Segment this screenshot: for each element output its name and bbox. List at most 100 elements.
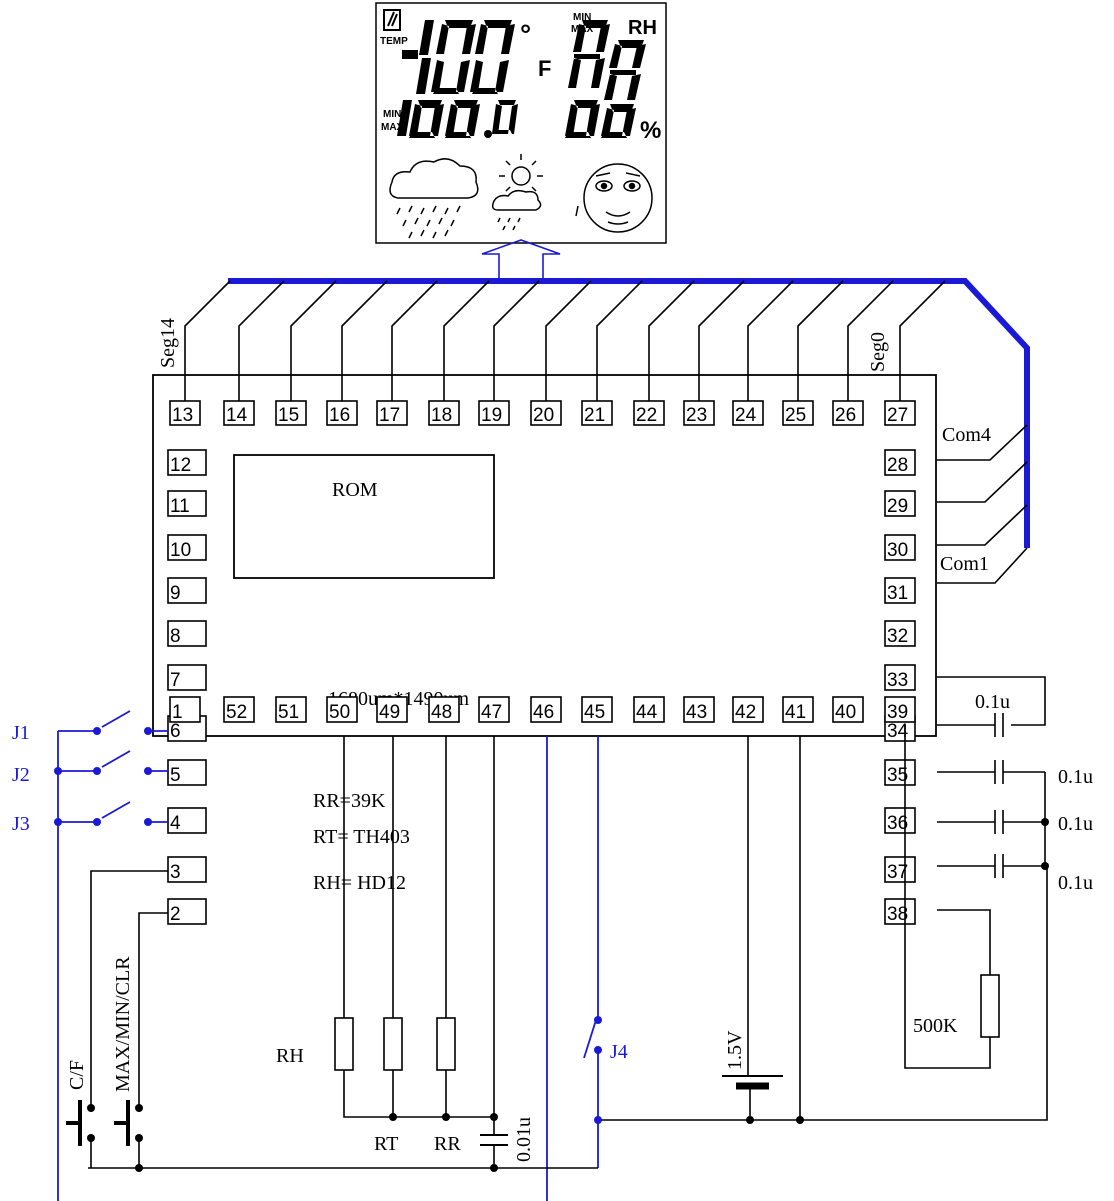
j3-label: J3 — [12, 813, 30, 835]
pin-44: 44 — [633, 696, 665, 723]
pin-label: 33 — [887, 670, 908, 691]
pin-9: 9 — [167, 577, 207, 604]
pin-label: 3 — [170, 862, 181, 883]
pin-31: 31 — [884, 577, 916, 604]
pin-24: 24 — [732, 400, 764, 426]
pin-5: 5 — [167, 759, 207, 786]
pin-label: 37 — [887, 862, 908, 883]
pin-52: 52 — [223, 696, 255, 723]
rom-block — [233, 454, 495, 579]
pin-49: 49 — [376, 696, 408, 723]
pin-48: 48 — [428, 696, 460, 723]
lcd-upper-digits — [402, 20, 646, 100]
pin-43: 43 — [683, 696, 715, 723]
lcd-degree-sign: ° — [520, 19, 531, 50]
rt-value: RT= TH403 — [313, 826, 410, 848]
pin-12: 12 — [167, 449, 207, 476]
lcd-rh-label: RH — [628, 17, 657, 39]
pin-label: 51 — [278, 702, 299, 723]
pin-label: 52 — [226, 702, 247, 723]
pin-3: 3 — [167, 856, 207, 883]
pin-15: 15 — [275, 400, 307, 426]
pin-29: 29 — [884, 490, 916, 517]
pin-39: 39 — [884, 696, 916, 723]
pin-label: 49 — [379, 702, 400, 723]
max-min-clr-button[interactable] — [114, 912, 168, 1168]
pin-label: 44 — [636, 702, 658, 723]
cf-label: C/F — [66, 1060, 88, 1090]
rh-value: RH= HD12 — [313, 872, 406, 894]
lcd-percent-sign: % — [640, 117, 661, 144]
pin-38: 38 — [884, 898, 916, 925]
j1-label: J1 — [12, 722, 30, 744]
pin-label: 31 — [887, 583, 908, 604]
pin-10: 10 — [167, 534, 207, 561]
pin-label: 43 — [686, 702, 707, 723]
rain-cloud-icon — [389, 158, 479, 239]
pin-35: 35 — [884, 759, 916, 786]
pin-label: 50 — [329, 702, 350, 723]
com-lines — [937, 424, 1028, 584]
sensor-rh-label: RH — [276, 1045, 304, 1067]
pin-label: 19 — [481, 405, 502, 426]
pin-label: 7 — [170, 670, 181, 691]
pin-label: 47 — [481, 702, 502, 723]
pin-label: 48 — [431, 702, 452, 723]
resistor-500k — [904, 724, 1000, 1069]
pin-label: 22 — [636, 405, 657, 426]
pin-label: 6 — [170, 721, 181, 742]
pin-26: 26 — [832, 400, 864, 426]
battery — [722, 736, 783, 1120]
cf-button[interactable] — [66, 870, 168, 1168]
pin-label: 14 — [226, 405, 248, 426]
pin-13: 13 — [169, 400, 201, 426]
pin-label: 36 — [887, 813, 908, 834]
cap-36-value: 0.1u — [1058, 813, 1093, 835]
pin-label: 15 — [278, 405, 299, 426]
pin-label: 12 — [170, 455, 191, 476]
segment-bus — [228, 278, 1030, 548]
pin-4: 4 — [167, 807, 207, 834]
rr-value: RR=39K — [313, 790, 386, 812]
pin-50: 50 — [326, 696, 358, 723]
pin-label: 23 — [686, 405, 707, 426]
pin-51: 51 — [275, 696, 307, 723]
pin-41: 41 — [782, 696, 814, 723]
thermometer-icon — [383, 9, 401, 31]
pin-17: 17 — [376, 400, 408, 426]
pin-label: 25 — [785, 405, 806, 426]
cap-33-34-value: 0.1u — [975, 691, 1010, 713]
pin-21: 21 — [581, 400, 613, 426]
pin-label: 27 — [887, 405, 908, 426]
seg0-label: Seg0 — [867, 332, 889, 372]
pin-11: 11 — [167, 490, 207, 517]
lcd-arrow — [481, 239, 561, 280]
pin-label: 45 — [584, 702, 605, 723]
switch-j4[interactable] — [583, 736, 602, 1168]
pin-label: 11 — [170, 496, 190, 517]
battery-label: 1.5V — [724, 1030, 746, 1070]
lcd-temp-label: TEMP — [380, 36, 408, 47]
pin-label: 13 — [172, 405, 193, 426]
pin-23: 23 — [683, 400, 715, 426]
pin-28: 28 — [884, 449, 916, 476]
pin-20: 20 — [530, 400, 562, 426]
pin-label: 29 — [887, 496, 908, 517]
pin-label: 39 — [887, 702, 908, 723]
pin-40: 40 — [832, 696, 864, 723]
pin-32: 32 — [884, 620, 916, 647]
lcd-display: TEMP MIN MAX RH MIN MAX ° F % — [375, 2, 667, 280]
pin-label: 26 — [835, 405, 856, 426]
pin-25: 25 — [782, 400, 814, 426]
switches-j1-j3[interactable] — [54, 710, 168, 1201]
pin-label: 10 — [170, 540, 191, 561]
pin-45: 45 — [581, 696, 613, 723]
pin-27: 27 — [884, 400, 916, 426]
pin-label: 16 — [329, 405, 350, 426]
pin-label: 4 — [170, 813, 181, 834]
pin-30: 30 — [884, 534, 916, 561]
pin-1: 1 — [169, 696, 201, 723]
pin-label: 40 — [835, 702, 856, 723]
bus-connection-lines — [184, 280, 946, 401]
pin-label: 18 — [431, 405, 452, 426]
